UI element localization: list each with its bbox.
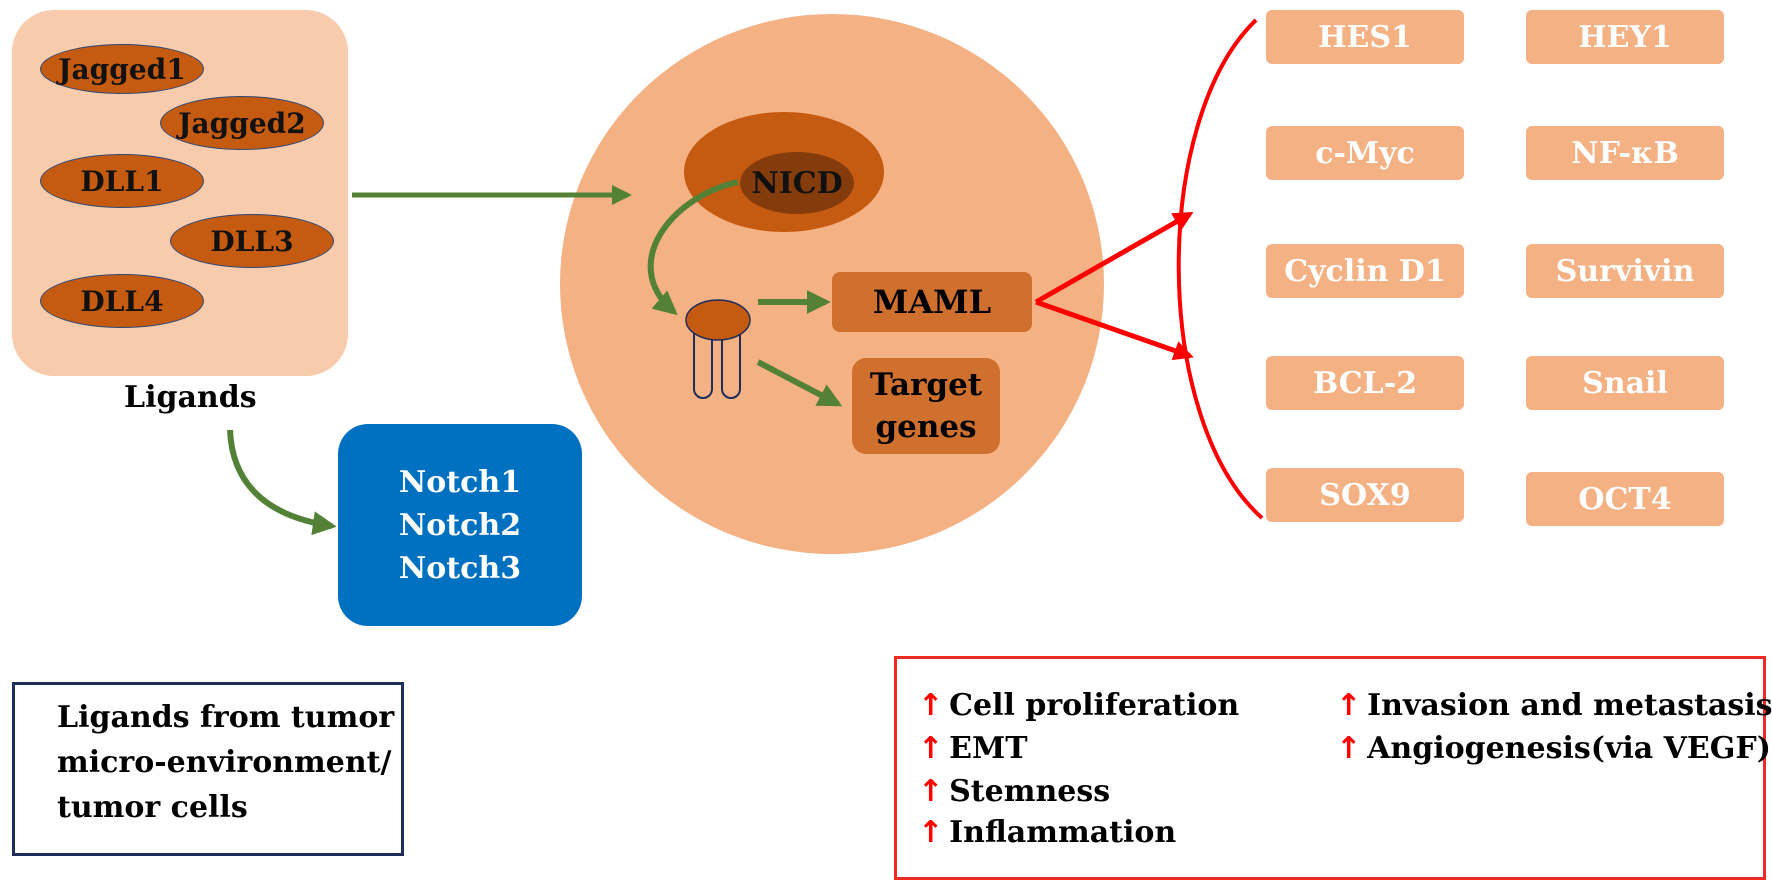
effect-emt: ↑EMT (918, 731, 1028, 766)
ligand-source-note: Ligands from tumor micro-environment/ tu… (12, 682, 404, 856)
target-list-brace (1176, 18, 1264, 520)
nicd-release-arrow (647, 179, 739, 316)
ligands-to-notch-arrow (227, 429, 337, 536)
notch-receptor-2: Notch2 (398, 507, 522, 543)
receptor-to-target-arrow (756, 359, 843, 407)
output-arrow-lower (1035, 299, 1194, 361)
effect-stemness: ↑Stemness (918, 774, 1111, 809)
gene-survivin: Survivin (1526, 244, 1724, 298)
output-arrow-upper (1034, 211, 1194, 305)
notch-receptor-1: Notch1 (398, 464, 522, 500)
up-arrow-icon: ↑ (1336, 688, 1362, 723)
source-note-line-2: micro-environment/ (57, 745, 392, 780)
gene-c-myc: c-Myc (1266, 126, 1464, 180)
gene-hey1: HEY1 (1526, 10, 1724, 64)
notch-receptor-icon (685, 299, 751, 399)
gene-cyclin-d1: Cyclin D1 (1266, 244, 1464, 298)
ligand-dll1: DLL1 (40, 154, 204, 208)
target-genes-line-1: Target (869, 367, 983, 403)
effect-cell-proliferation: ↑Cell proliferation (918, 688, 1240, 723)
maml-box: MAML (832, 272, 1032, 332)
effects-box (894, 656, 1766, 880)
gene-hes1: HES1 (1266, 10, 1464, 64)
ligands-caption: Ligands (124, 380, 257, 415)
ligand-jagged1: Jagged1 (40, 44, 204, 94)
notch-receptor-box: Notch1 Notch2 Notch3 (338, 424, 582, 626)
source-note-line-1: Ligands from tumor (57, 700, 395, 735)
effect-invasion-metastasis: ↑Invasion and metastasis (1336, 688, 1772, 723)
up-arrow-icon: ↑ (918, 815, 944, 850)
gene-nf-kb: NF-κB (1526, 126, 1724, 180)
gene-sox9: SOX9 (1266, 468, 1464, 522)
ligand-dll4: DLL4 (40, 274, 204, 328)
effect-angiogenesis: ↑Angiogenesis(via VEGF) (1336, 731, 1771, 766)
up-arrow-icon: ↑ (918, 774, 944, 809)
target-genes-box: Target genes (852, 358, 1000, 454)
ligand-dll3: DLL3 (170, 214, 334, 268)
effect-inflammation: ↑Inflammation (918, 815, 1177, 850)
up-arrow-icon: ↑ (918, 688, 944, 723)
gene-snail: Snail (1526, 356, 1724, 410)
source-note-line-3: tumor cells (57, 790, 248, 825)
gene-oct4: OCT4 (1526, 472, 1724, 526)
target-genes-line-2: genes (875, 409, 977, 445)
up-arrow-icon: ↑ (1336, 731, 1362, 766)
gene-bcl-2: BCL-2 (1266, 356, 1464, 410)
notch-receptor-3: Notch3 (398, 550, 522, 586)
ligand-jagged2: Jagged2 (160, 96, 324, 150)
up-arrow-icon: ↑ (918, 731, 944, 766)
nicd-label: NICD (740, 152, 854, 214)
